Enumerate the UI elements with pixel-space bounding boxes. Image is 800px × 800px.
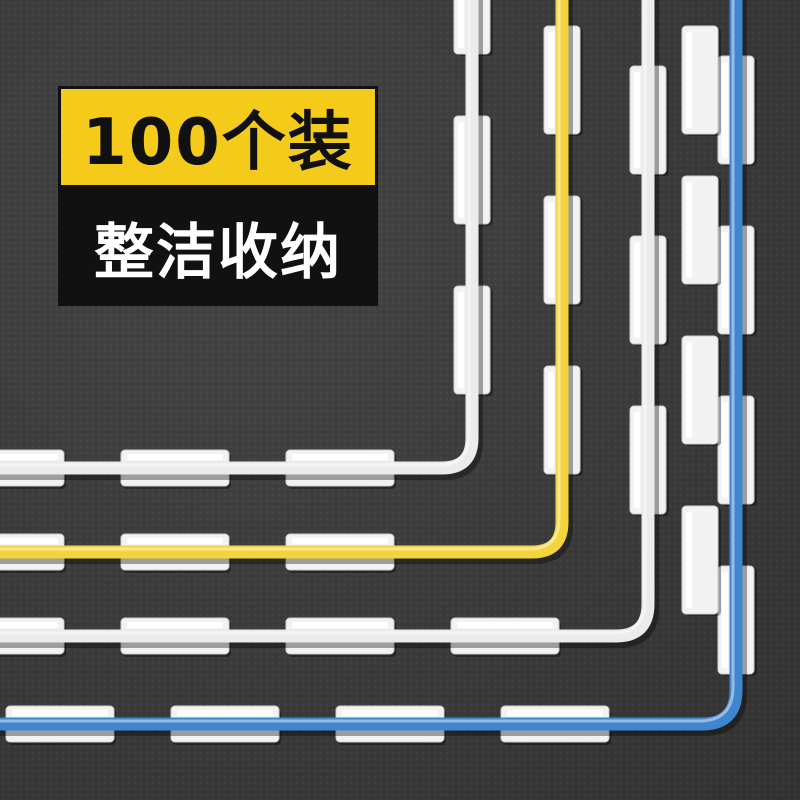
clip-column-extra-lip [686, 342, 692, 438]
white-cable-1 [0, 0, 479, 475]
white-cable-1-clip-h-lip [292, 454, 388, 460]
yellow-cable-clip-h-lip [292, 538, 388, 544]
white-cable-1-clip-h-lip [0, 454, 58, 460]
quantity-text: 100个装 [82, 106, 354, 180]
white-cable-1-clip-v-lip [458, 122, 464, 218]
blue-cable-clip-h-lip [342, 710, 438, 716]
slogan-badge: 整洁收纳 [58, 188, 378, 306]
white-cable-2-highlight [0, 0, 647, 635]
blue-cable-clip-v-lip [722, 402, 728, 498]
white-cable-2-clip-v-lip [634, 72, 640, 168]
clip-column-extra-lip [686, 32, 692, 128]
yellow-cable-clip-v-lip [548, 202, 554, 298]
blue-cable [0, 0, 743, 731]
blue-cable-clip-h-lip [12, 710, 108, 716]
clip-column-extra-lip [686, 512, 692, 608]
white-cable-1-clip-v-lip [458, 0, 464, 48]
yellow-cable-clip-h-lip [0, 538, 58, 544]
yellow-cable [0, 0, 569, 559]
white-cable-2-clip-h-lip [0, 622, 58, 628]
slogan-text: 整洁收纳 [94, 217, 342, 288]
white-cable-2-clip-h-lip [127, 622, 223, 628]
quantity-badge: 100个装 [58, 86, 378, 188]
white-cable-2 [0, 0, 655, 643]
yellow-cable-clip-v-lip [548, 372, 554, 468]
white-cable-1-clip-v-lip [458, 292, 464, 388]
blue-cable-clip-v-lip [722, 572, 728, 668]
blue-cable-clip-h-lip [507, 710, 603, 716]
blue-cable-clip-h-lip [177, 710, 273, 716]
white-cable-2-clip-v-lip [634, 412, 640, 508]
yellow-cable-clip-v-lip [548, 32, 554, 128]
blue-cable-clip-v-lip [722, 232, 728, 328]
blue-cable-clip-v-lip [722, 62, 728, 158]
clip-column-extra-lip [686, 182, 692, 278]
white-cable-2-clip-h-lip [457, 622, 553, 628]
yellow-cable-highlight [0, 0, 561, 551]
yellow-cable-clip-h-lip [127, 538, 223, 544]
white-cable-1-highlight [0, 0, 471, 467]
white-cable-2-clip-h-lip [292, 622, 388, 628]
blue-cable-highlight [0, 0, 735, 723]
white-cable-2-clip-v-lip [634, 242, 640, 338]
white-cable-1-clip-h-lip [127, 454, 223, 460]
